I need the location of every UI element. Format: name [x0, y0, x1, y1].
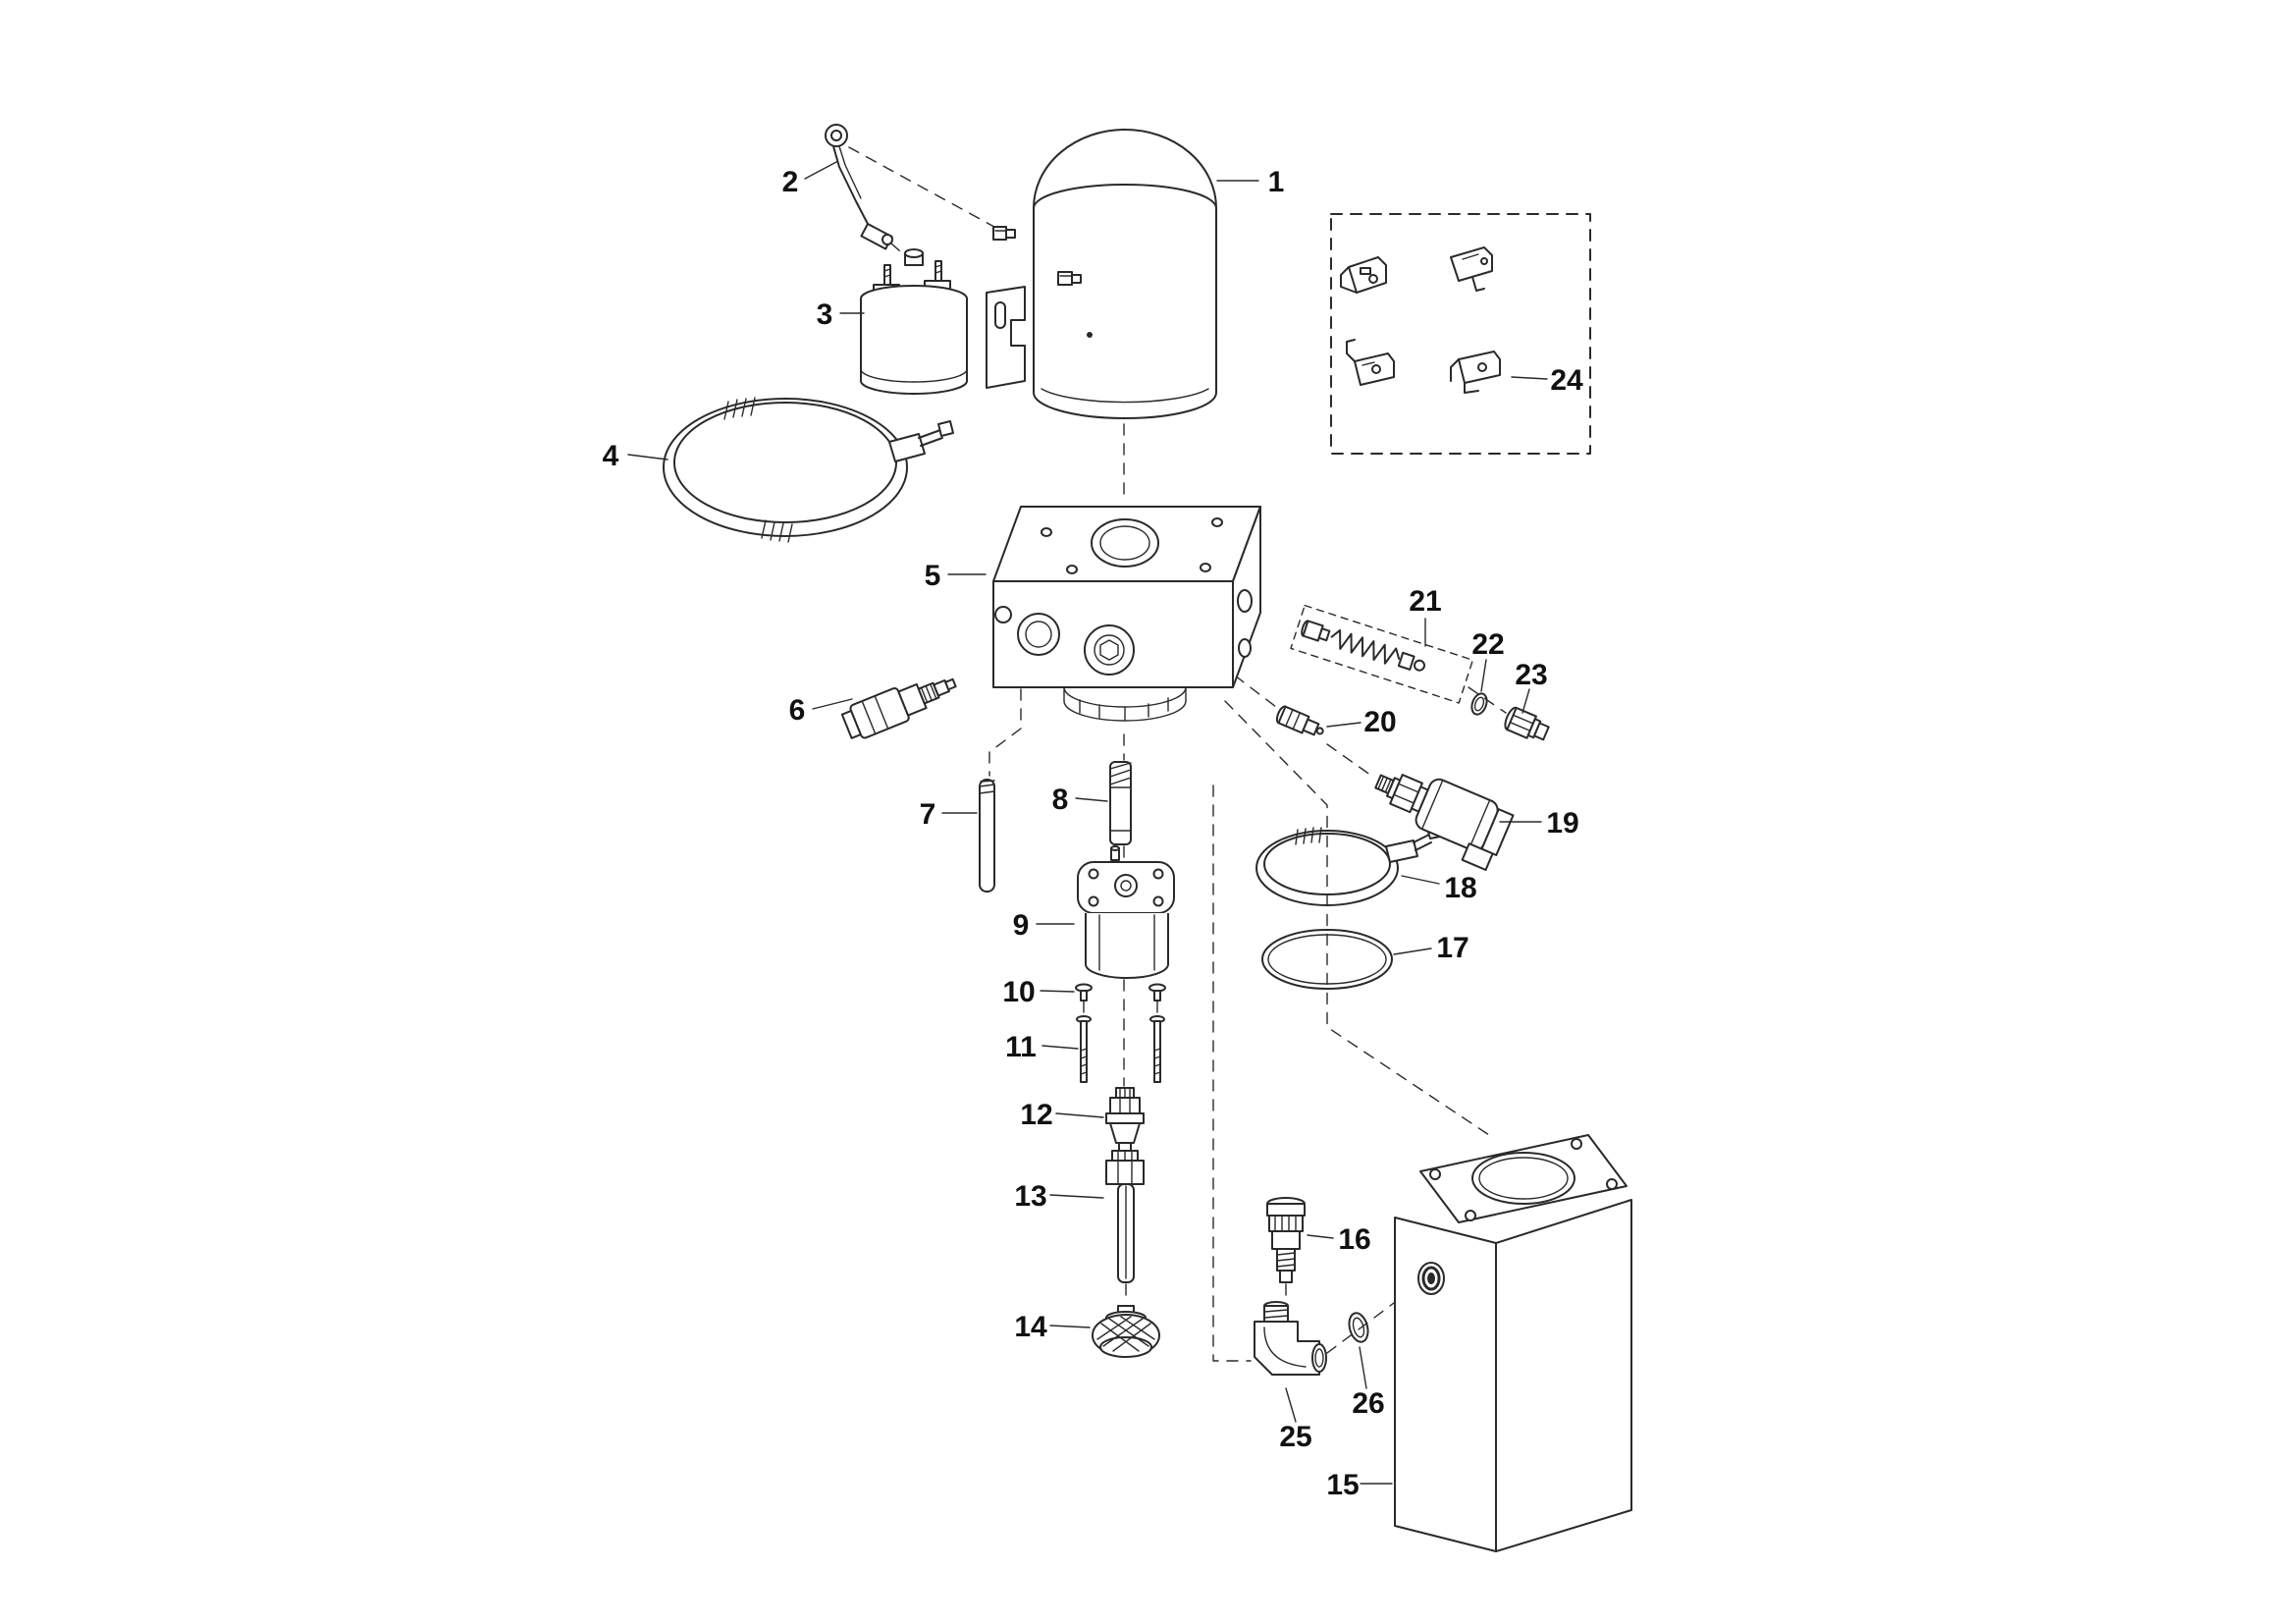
motor-stud-fitting — [1057, 271, 1082, 286]
orifice-fitting — [1275, 705, 1324, 736]
clamp-slots — [723, 397, 793, 543]
callout-22: 22 — [1471, 628, 1504, 661]
suction-tube — [1105, 1150, 1145, 1283]
start-solenoid — [860, 248, 1026, 395]
motor — [992, 129, 1217, 419]
solenoid-mounting-bracket — [986, 286, 1026, 389]
motor-terminal-fitting — [992, 226, 1016, 241]
callout-15: 15 — [1326, 1469, 1359, 1501]
motor-vent-dot — [1087, 332, 1093, 338]
callout-3: 3 — [817, 298, 833, 331]
callout-13: 13 — [1014, 1180, 1046, 1213]
callout-2: 2 — [782, 166, 799, 198]
relief-valve-fitting — [840, 677, 957, 739]
o-ring-elbow — [1348, 1312, 1369, 1343]
check-valve-fitting — [1266, 1197, 1306, 1283]
callout-5: 5 — [925, 560, 941, 592]
breather-tube — [979, 779, 995, 893]
callout-9: 9 — [1013, 909, 1030, 942]
connector-terminal-d — [1450, 351, 1501, 394]
callout-4: 4 — [603, 440, 619, 472]
callout-18: 18 — [1444, 872, 1476, 904]
cable-lug-terminal — [860, 223, 893, 250]
callout-24: 24 — [1550, 364, 1583, 397]
lock-washers — [1075, 983, 1166, 1001]
callout-20: 20 — [1363, 706, 1396, 738]
callout-6: 6 — [789, 694, 806, 727]
manifold-lower-collar — [1063, 686, 1187, 722]
compression-fitting — [1105, 1087, 1145, 1154]
callout-19: 19 — [1546, 807, 1578, 839]
callout-labels: 1 2 3 4 5 6 7 8 9 10 11 12 13 14 15 16 1… — [603, 166, 1583, 1501]
filter-tube — [1109, 761, 1132, 845]
callout-1: 1 — [1268, 166, 1285, 198]
tank-gasket — [1261, 929, 1393, 990]
tank-return-port — [1417, 1262, 1445, 1295]
o-ring-small — [1470, 692, 1488, 716]
callout-23: 23 — [1515, 659, 1547, 691]
leader-lines — [627, 161, 1548, 1485]
hose-clamp — [663, 397, 954, 543]
callout-14: 14 — [1014, 1311, 1047, 1343]
mounting-bolts — [1076, 1015, 1165, 1083]
callout-8: 8 — [1052, 784, 1069, 816]
connector-terminal-a — [1340, 256, 1387, 294]
inlet-strainer — [1092, 1305, 1160, 1358]
tank-clamp — [1255, 826, 1441, 906]
callout-17: 17 — [1436, 932, 1468, 964]
callout-11: 11 — [1005, 1031, 1037, 1063]
manifold-block — [992, 506, 1261, 722]
callout-26: 26 — [1352, 1387, 1384, 1420]
callout-16: 16 — [1338, 1223, 1370, 1256]
reservoir-tank — [1394, 1134, 1632, 1552]
hex-plug — [1504, 706, 1550, 741]
solenoid-cartridge-valve — [1374, 774, 1515, 871]
callout-7: 7 — [920, 798, 936, 831]
callout-12: 12 — [1020, 1099, 1052, 1131]
elbow-fitting — [1254, 1301, 1327, 1376]
strainer-mesh — [1096, 1316, 1155, 1352]
callout-21: 21 — [1409, 585, 1441, 618]
connector-terminal-b — [1450, 246, 1493, 292]
connector-terminal-c — [1346, 339, 1395, 386]
terminal-connector-kit — [1330, 213, 1591, 455]
clamp-worm-screw — [888, 420, 954, 462]
gear-pump — [1077, 845, 1175, 979]
relief-valve-internals — [1290, 604, 1474, 704]
kit-dashed-box — [1330, 213, 1591, 455]
battery-cable — [825, 124, 893, 250]
callout-10: 10 — [1002, 976, 1035, 1008]
callout-25: 25 — [1279, 1421, 1311, 1453]
